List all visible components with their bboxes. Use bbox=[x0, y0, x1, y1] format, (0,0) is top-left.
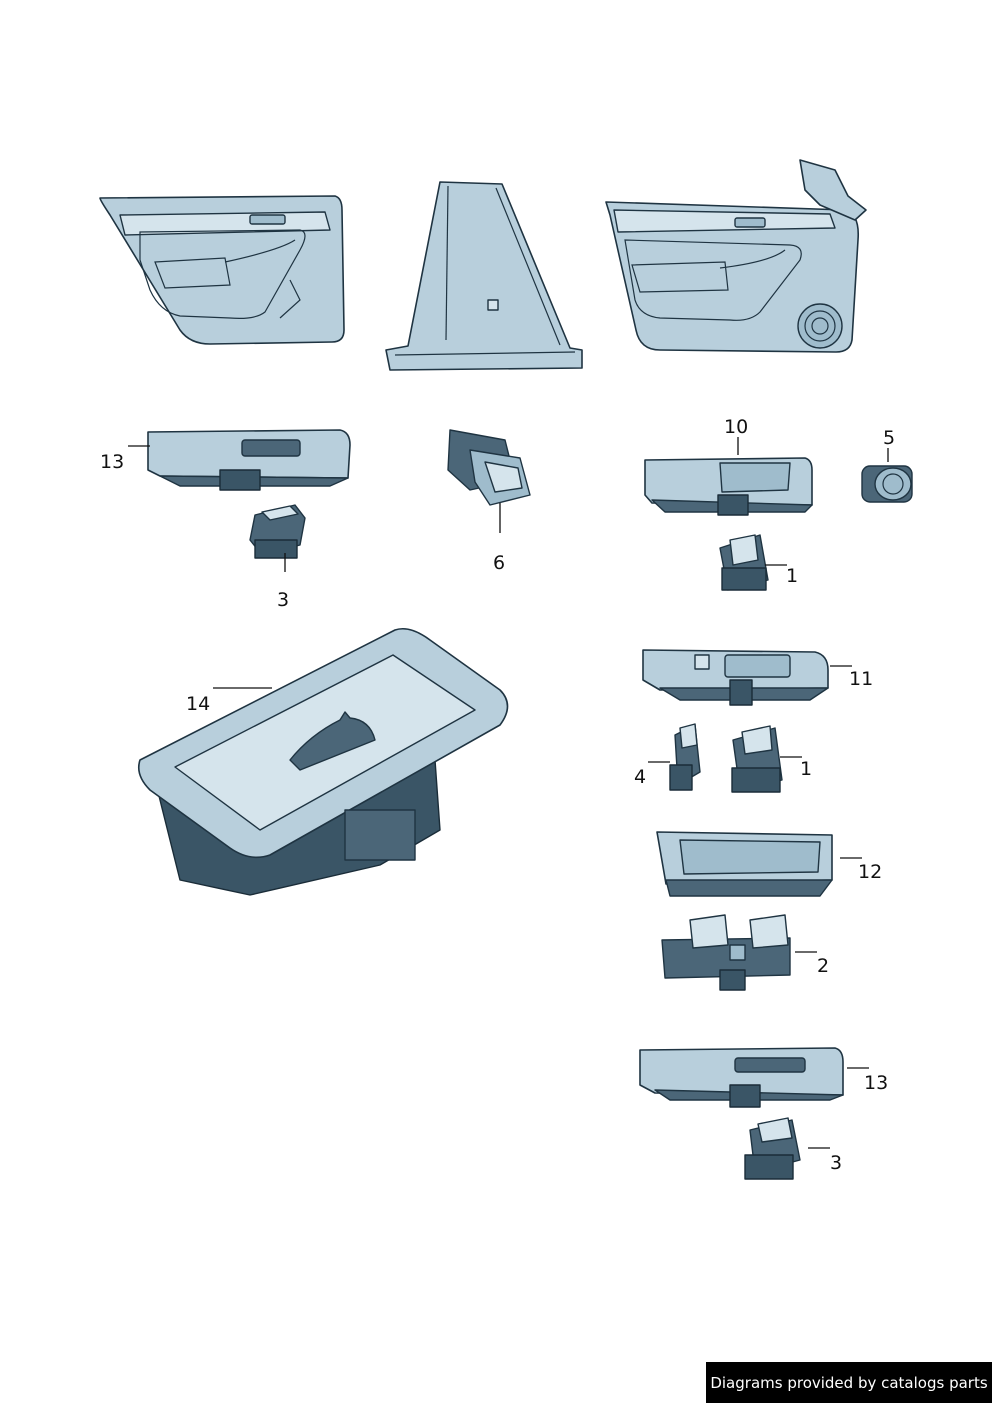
leader-lines bbox=[128, 437, 889, 1149]
callout-11: 11 bbox=[849, 668, 873, 690]
callout-12: 12 bbox=[858, 861, 882, 883]
mirror-adjust-knob-5 bbox=[861, 465, 913, 503]
single-switch-3-top bbox=[249, 504, 306, 559]
callout-2: 2 bbox=[817, 955, 829, 977]
double-switch-1-upper bbox=[719, 534, 769, 591]
quad-switch-2 bbox=[661, 914, 791, 991]
trim-strip-10 bbox=[644, 457, 813, 516]
callout-3-top: 3 bbox=[277, 589, 289, 611]
trim-strip-13-bottom bbox=[639, 1047, 844, 1108]
front-door-trim-panel bbox=[605, 159, 867, 353]
double-switch-1-lower bbox=[731, 725, 783, 793]
callout-3-bottom: 3 bbox=[830, 1152, 842, 1174]
callout-10: 10 bbox=[724, 416, 748, 438]
rear-door-trim-panel bbox=[99, 195, 345, 345]
callout-13-top: 13 bbox=[100, 451, 124, 473]
callout-13-bottom: 13 bbox=[864, 1072, 888, 1094]
single-switch-3-bottom bbox=[744, 1117, 801, 1180]
footer-credit: Diagrams provided by catalogs parts bbox=[706, 1362, 992, 1403]
switch-4 bbox=[669, 723, 701, 791]
callout-6: 6 bbox=[493, 552, 505, 574]
callout-14: 14 bbox=[186, 693, 210, 715]
b-pillar-trim bbox=[385, 181, 583, 371]
trim-strip-11 bbox=[642, 649, 829, 706]
callout-5: 5 bbox=[883, 427, 895, 449]
switch-6 bbox=[447, 429, 531, 506]
callout-labels: 13 3 6 10 5 1 14 11 4 1 12 2 13 3 bbox=[100, 416, 895, 1174]
large-switch-14 bbox=[137, 627, 509, 896]
callout-1-lower: 1 bbox=[800, 758, 812, 780]
trim-strip-12 bbox=[656, 831, 833, 897]
trim-strip-13-top bbox=[147, 429, 351, 491]
callout-1-upper: 1 bbox=[786, 565, 798, 587]
callout-4: 4 bbox=[634, 766, 646, 788]
